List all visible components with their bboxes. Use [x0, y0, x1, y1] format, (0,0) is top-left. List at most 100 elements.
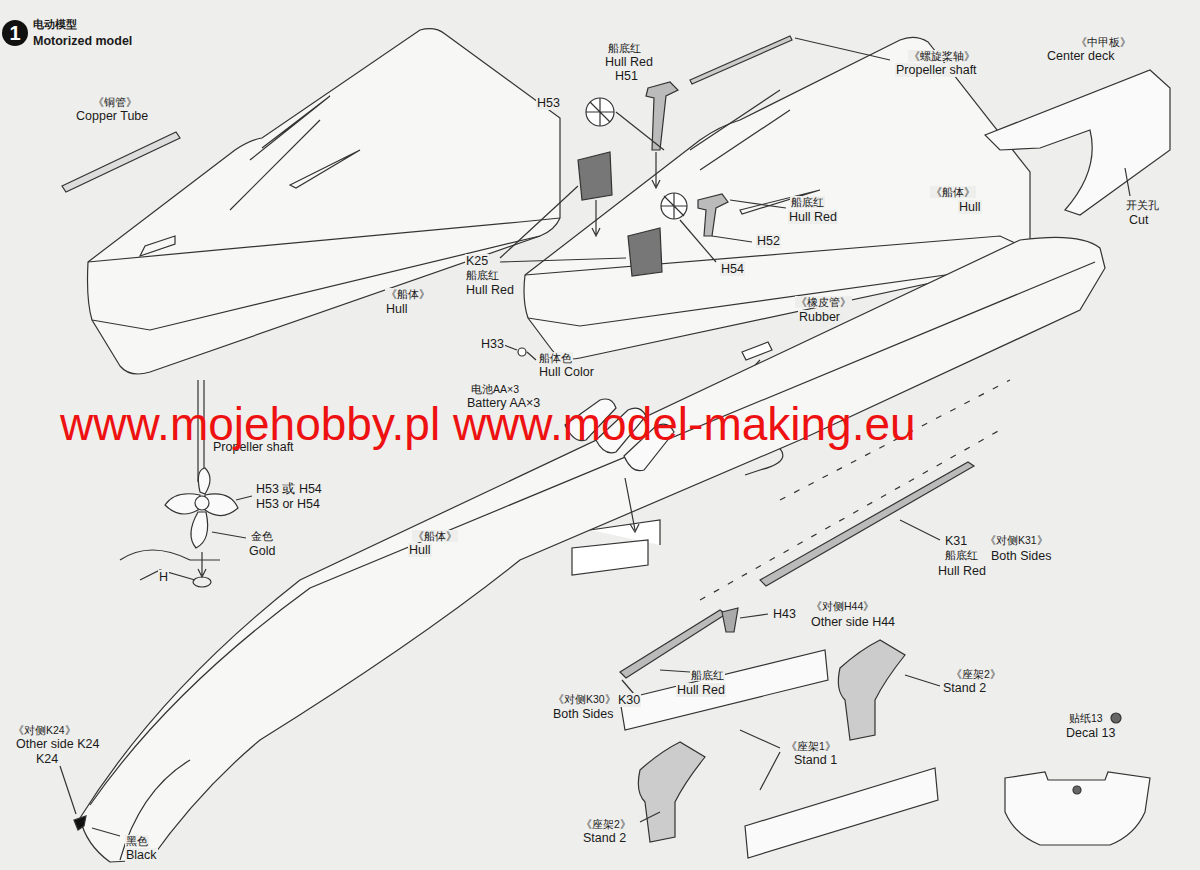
leader-line — [795, 38, 890, 60]
part-name: Hull — [385, 302, 409, 316]
part-name: 电池AA×3 — [470, 383, 520, 395]
hull-edge — [88, 218, 560, 330]
arrow — [198, 552, 206, 577]
part-name: 《船体》 — [385, 288, 431, 300]
part-name: Copper Tube — [75, 109, 149, 123]
part-number: H43 — [772, 607, 797, 621]
part-name: 《中甲板》 — [1075, 36, 1132, 48]
decal-13-part — [1005, 772, 1150, 845]
part-number: H — [158, 570, 169, 584]
leader-line — [900, 520, 940, 540]
part-number: H33 — [480, 337, 505, 351]
color-note: Hull Red — [788, 210, 838, 224]
color-note: 黑色 — [125, 835, 149, 847]
stand-2 — [638, 742, 705, 842]
leader-line — [740, 614, 768, 618]
part-number: H51 — [614, 69, 639, 83]
part-number: H54 — [720, 262, 745, 276]
shaft-hole — [120, 550, 220, 580]
main-hull — [80, 237, 1105, 862]
part-h33 — [518, 348, 526, 356]
part-name: Stand 1 — [793, 753, 838, 767]
color-note: Hull Red — [676, 683, 726, 697]
step-title: Motorized model — [32, 34, 133, 48]
part-name: 《船体》 — [930, 186, 976, 198]
part-number: K30 — [617, 693, 641, 707]
arrow — [652, 152, 660, 188]
part-number: K25 — [465, 254, 489, 268]
part-name: 《船体》 — [412, 530, 458, 542]
color-note: Gold — [248, 544, 276, 558]
part-name: 《座架2》 — [950, 668, 1002, 680]
note: Cut — [1128, 213, 1149, 227]
hull-keel — [120, 760, 190, 860]
hull-stern-left — [88, 29, 561, 374]
leader-line — [640, 675, 940, 822]
fin-h43 — [722, 608, 738, 632]
strut-h52 — [698, 194, 728, 236]
part-name: 《橡皮管》 — [795, 296, 852, 308]
leader-line — [500, 186, 626, 262]
color-note: 船体色 — [538, 352, 573, 364]
note: Both Sides — [990, 549, 1052, 563]
watermark: www.mojehobby.pl www.model-making.eu — [60, 398, 916, 451]
rudder-k25 — [628, 228, 662, 276]
note: 开关孔 — [1125, 199, 1160, 211]
leader-line — [504, 345, 536, 360]
shaft-hole — [193, 577, 211, 587]
step-title: 电动模型 — [32, 18, 78, 30]
part-number: H52 — [756, 234, 781, 248]
propeller-shaft — [690, 36, 792, 84]
note: 《对侧K24》 — [12, 724, 77, 736]
color-note: 船底红 — [690, 669, 725, 681]
part-number: H53 or H54 — [255, 497, 321, 511]
part-number: H53 或 H54 — [255, 482, 323, 496]
propeller-h54 — [661, 193, 687, 219]
leader-line — [212, 496, 252, 538]
color-note: 金色 — [250, 530, 274, 542]
propeller-blades — [586, 98, 614, 126]
note: Decal 13 — [1065, 726, 1116, 740]
shaft-fairing — [230, 96, 360, 210]
part-name: 《螺旋桨轴》 — [908, 50, 976, 62]
battery-box — [572, 520, 660, 575]
part-number: H53 — [536, 96, 561, 110]
part-name: 《铜管》 — [92, 96, 138, 108]
color-note: 船底红 — [607, 42, 642, 54]
hull-sheer — [90, 262, 1095, 805]
strake-k30 — [620, 610, 726, 678]
part-name: Hull — [408, 543, 432, 557]
part-name: Center deck — [1046, 49, 1115, 63]
rubber-tube — [742, 342, 772, 360]
color-note: Hull Red — [604, 55, 654, 69]
part-name: Hull — [958, 200, 982, 214]
part-number: K31 — [944, 534, 968, 548]
color-note: Hull Red — [465, 283, 515, 297]
arrow — [625, 478, 639, 532]
decal-icon — [1111, 713, 1121, 723]
note: 《对侧K31》 — [984, 534, 1049, 546]
color-note: 船底红 — [944, 549, 979, 561]
note: 贴纸13 — [1068, 712, 1104, 724]
leader-line — [60, 766, 120, 836]
stand-2 — [838, 640, 905, 740]
part-name: Rubber — [798, 310, 841, 324]
decal-mark — [1073, 786, 1081, 794]
color-note: Hull Color — [538, 365, 595, 379]
note: 《对侧K30》 — [552, 693, 617, 705]
color-note: 船底红 — [790, 196, 825, 208]
center-deck — [985, 70, 1170, 215]
step-number-circle: 1 — [2, 20, 28, 46]
arrow — [592, 200, 600, 236]
color-note: 船底红 — [465, 269, 500, 281]
note: Other side K24 — [15, 737, 100, 751]
propeller-gold — [165, 468, 238, 548]
note: 《对侧H44》 — [810, 600, 875, 612]
color-note: Black — [125, 848, 158, 862]
leader-line — [680, 200, 786, 262]
step-number: 1 — [9, 22, 20, 45]
leader-line — [1125, 168, 1130, 196]
note: Both Sides — [552, 707, 614, 721]
part-name: Stand 2 — [942, 681, 987, 695]
copper-tube — [62, 132, 180, 192]
